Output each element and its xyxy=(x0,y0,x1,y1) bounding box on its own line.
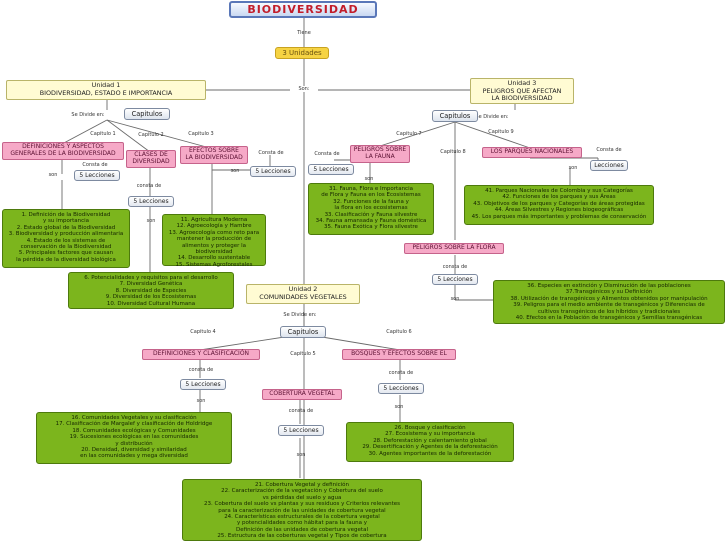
cap9-label: Capitulo 9 xyxy=(488,129,514,135)
cap6-title-node: BOSQUES Y EFECTOS SOBRE EL xyxy=(342,349,456,360)
cap8-lessons-count: 5 Lecciones xyxy=(432,274,478,285)
cap2-label: Capitulo 2 xyxy=(138,132,164,138)
unit-1-node: Unidad 1 BIODIVERSIDAD, ESTADO E IMPORTA… xyxy=(6,80,206,100)
unit-3-capitulos-node: Capitulos xyxy=(432,110,478,122)
cap4-son-label: son xyxy=(196,398,206,404)
map-title: BIODIVERSIDAD xyxy=(229,1,377,18)
cap5-lessons-count: 5 Lecciones xyxy=(278,425,324,436)
cap7-lessons-count: 5 Lecciones xyxy=(308,164,354,175)
unit-2-node: Unidad 2 COMUNIDADES VEGETALES xyxy=(246,284,360,304)
cap5-son-label: son xyxy=(296,452,306,458)
cap8-lessons-list: 36. Especies en extinción y Disminución … xyxy=(493,280,725,324)
unit-1-capitulos-node: Capitulos xyxy=(124,108,170,120)
cap1-label: Capitulo 1 xyxy=(90,131,116,137)
cap3-lessons-list: 11. Agricultura Moderna 12. Agroecología… xyxy=(162,214,266,268)
cap8-label: Capitulo 8 xyxy=(440,149,466,155)
son-label: Son: xyxy=(290,86,318,92)
cap6-consta-label: consta de xyxy=(388,370,414,376)
unit-3-divide-label: Se Divide en: xyxy=(475,114,509,120)
cap2-title-node: CLASES DE DIVERSIDAD xyxy=(126,150,176,168)
cap1-son-label: son xyxy=(48,172,58,178)
unit-2-capitulos-node: Capitulos xyxy=(280,326,326,338)
cap8-son-label: son xyxy=(450,296,460,302)
cap5-lessons-list: 21. Cobertura Vegetal y definición 22. C… xyxy=(182,479,422,541)
cap5-label: Capitulo 5 xyxy=(290,351,316,357)
cap6-lessons-count: 5 Lecciones xyxy=(378,383,424,394)
cap7-lessons-list: 31. Fauna, Flora e Importancia de Flora … xyxy=(308,183,434,235)
cap3-consta-label: Consta de xyxy=(258,150,284,156)
cap2-lessons-list: 6. Potencialidades y requisitos para el … xyxy=(68,272,234,309)
cap1-lessons-list: 1. Definición de la Biodiversidad y su i… xyxy=(2,209,130,268)
cap9-son-label: son xyxy=(568,165,578,171)
cap4-lessons-list: 16. Comunidades Vegetales y su clasifica… xyxy=(36,412,232,464)
cap5-title-node: COBERTURA VEGETAL xyxy=(262,389,342,400)
cap1-title-node: DEFINICIONES Y ASPECTOS GENERALES DE LA … xyxy=(2,142,124,160)
cap4-lessons-count: 5 Lecciones xyxy=(180,379,226,390)
cap7-consta-label: Consta de xyxy=(314,151,340,157)
cap7-title-node: PELIGROS SOBRE LA FAUNA xyxy=(350,145,410,163)
unit-2-divide-label: Se Divide en: xyxy=(283,312,317,318)
cap6-son-label: son xyxy=(394,404,404,410)
cap3-title-node: EFECTOS SOBRE LA BIODIVERSIDAD xyxy=(180,146,248,164)
units-count-node: 3 Unidades xyxy=(275,47,329,59)
cap3-label: Capitulo 3 xyxy=(188,131,214,137)
unit-1-divide-label: Se Divide en: xyxy=(71,112,105,118)
cap8-title-node: PELIGROS SOBRE LA FLORA xyxy=(404,243,504,254)
cap4-label: Capitulo 4 xyxy=(190,329,216,335)
cap2-lessons-count: 5 Lecciones xyxy=(128,196,174,207)
cap6-label: Capitulo 6 xyxy=(386,329,412,335)
cap1-lessons-count: 5 Lecciones xyxy=(74,170,120,181)
cap7-label: Capitulo 7 xyxy=(396,131,422,137)
cap4-consta-label: consta de xyxy=(188,367,214,373)
tiene-label: Tiene xyxy=(297,30,311,36)
cap6-lessons-list: 26. Bosque y clasificación 27. Ecosistem… xyxy=(346,422,514,462)
cap5-consta-label: consta de xyxy=(288,408,314,414)
cap7-son-label: son xyxy=(364,176,374,182)
cap4-title-node: DEFINICIONES Y CLASIFICACIÓN xyxy=(142,349,260,360)
cap8-consta-label: consta de xyxy=(442,264,468,270)
cap2-son-label: son xyxy=(146,218,156,224)
cap1-consta-label: Consta de xyxy=(82,162,108,168)
cap3-lessons-count: 5 Lecciones xyxy=(250,166,296,177)
cap9-consta-label: Consta de xyxy=(596,147,622,153)
cap2-consta-label: consta de xyxy=(136,183,162,189)
cap9-lessons-list: 41. Parques Nacionales de Colombia y sus… xyxy=(464,185,654,225)
cap9-lessons-count: Lecciones xyxy=(590,160,628,171)
cap9-title-node: LOS PARQUES NACIONALES xyxy=(482,147,582,158)
cap3-son-label: son xyxy=(230,168,240,174)
unit-3-node: Unidad 3 PELIGROS QUE AFECTAN LA BIODIVE… xyxy=(470,78,574,104)
